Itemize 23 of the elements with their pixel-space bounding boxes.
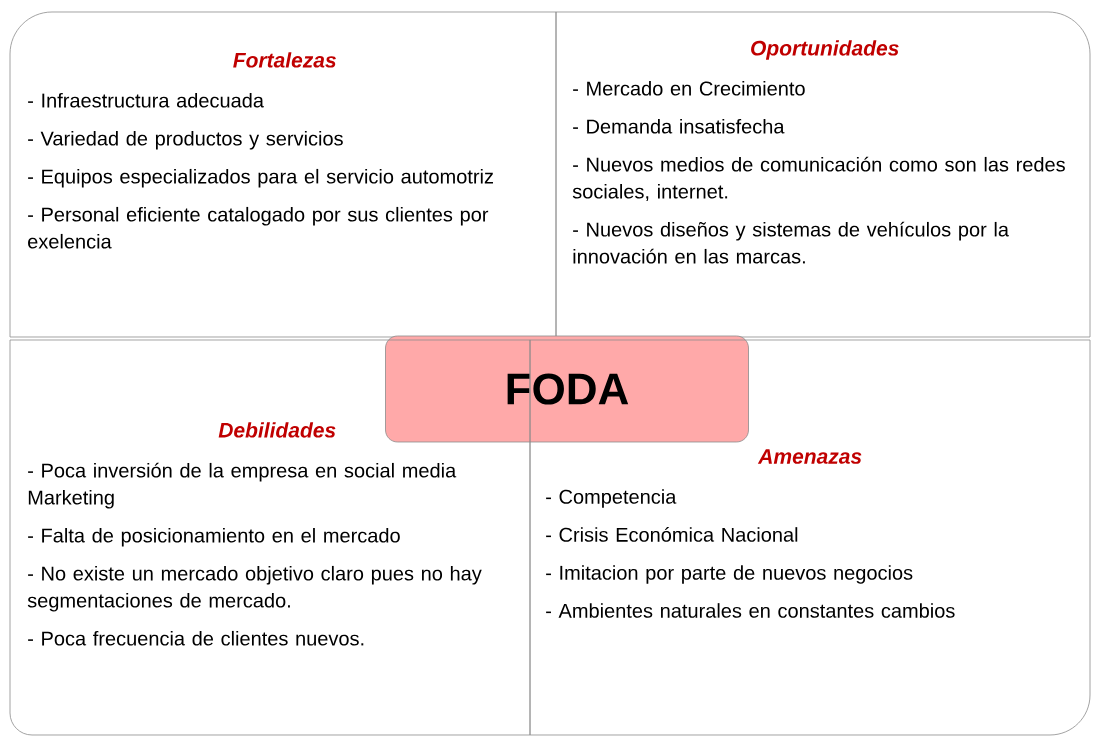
list-item: - Demanda insatisfecha xyxy=(573,118,785,134)
heading: Oportunidades xyxy=(751,40,899,60)
list-item: - Nuevos medios de comunicación como son las redes sociales, internet. xyxy=(572,156,1065,201)
list-item: - Crisis Económica Nacional xyxy=(546,526,798,542)
title-box: FODA xyxy=(385,335,749,443)
list-item: - Variedad de productos y servicios xyxy=(28,130,343,150)
list-item: - No existe un mercado objetivo claro pues no hay segmentaciones de mercado. xyxy=(27,565,482,612)
list-item: - Imitacion por parte de nuevos negocios xyxy=(546,565,913,584)
list-item: - Personal eficiente catalogado por sus clientes por exelencia xyxy=(28,206,489,249)
heading: Debilidades xyxy=(218,422,336,438)
heading: Fortalezas xyxy=(233,52,336,68)
list-item: - Poca inversión de la empresa en social media Marketing xyxy=(28,462,457,509)
list-item: - Mercado en Crecimiento xyxy=(573,80,805,96)
list-item: - Ambientes naturales en constantes cambios xyxy=(546,603,955,618)
list-item: - Nuevos diseños y sistemas de vehículos por la innovación en las marcas. xyxy=(573,221,1009,264)
list-item: - Infraestructura adecuada xyxy=(28,92,264,108)
list-item: - Equipos especializados para el servicio automotriz xyxy=(28,168,493,188)
quadrant-box xyxy=(9,11,557,338)
heading: Amenazas xyxy=(757,449,862,464)
list-item: - Poca frecuencia de clientes nuevos. xyxy=(28,630,364,646)
list-item: - Competencia xyxy=(546,489,677,508)
quadrant-box xyxy=(555,11,1091,338)
list-item: - Falta de posicionamiento en el mercado xyxy=(28,527,400,547)
